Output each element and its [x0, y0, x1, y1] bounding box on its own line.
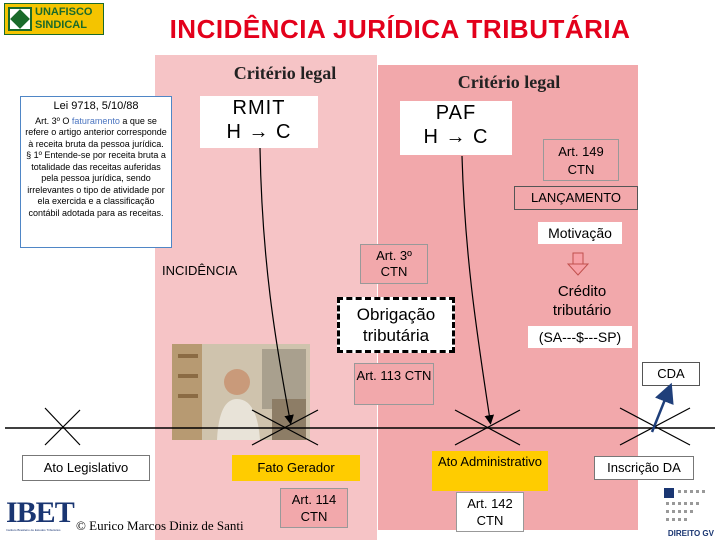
direito-gv-emblem-icon: [664, 488, 705, 521]
lancamento-box: LANÇAMENTO: [514, 186, 638, 210]
credito-tributario-label: Crédito tributário: [552, 283, 612, 319]
incidencia-label: INCIDÊNCIA: [162, 263, 238, 278]
art149-box: Art. 149 CTN: [543, 139, 619, 181]
unafisco-logo: UNAFISCO SINDICAL: [4, 3, 104, 35]
unafisco-emblem-icon: [8, 7, 32, 31]
ato-administrativo-box: Ato Administrativo: [432, 451, 548, 491]
ato-legislativo-box: Ato Legislativo: [22, 455, 150, 481]
paf-box: PAF H → C: [400, 101, 512, 155]
art142-ctn-box: Art. 142 CTN: [456, 492, 524, 532]
paf-formula: H → C: [423, 126, 489, 148]
fato-gerador-box: Fato Gerador: [232, 455, 360, 481]
direito-gv-logo: DIREITO GV: [662, 486, 716, 538]
sa-sp-label: (SA---$---SP): [528, 326, 632, 348]
direito-gv-text: DIREITO GV: [667, 529, 714, 538]
ibet-logo-text: IBET: [6, 496, 75, 529]
lei-paragraph: § 1º Entende-se por receita bruta a tota…: [26, 150, 166, 218]
rmit-formula: H → C: [226, 121, 292, 143]
cda-box: CDA: [642, 362, 700, 386]
lei-art3: Art. 3º O faturamento a que se refere o …: [25, 115, 167, 149]
unafisco-logo-text: UNAFISCO SINDICAL: [35, 6, 93, 31]
ibet-logo-subtitle: Instituto Brasileiro de Estudos Tributár…: [6, 528, 61, 532]
inscricao-da-box: Inscrição DA: [594, 456, 694, 480]
art3-ctn-box: Art. 3º CTN: [360, 244, 428, 284]
motivacao-label: Motivação: [538, 222, 622, 244]
criterio-legal-left: Critério legal: [233, 63, 337, 83]
ibet-logo: IBET Instituto Brasileiro de Estudos Tri…: [6, 496, 75, 538]
rmit-label: RMIT: [232, 97, 286, 119]
down-arrow-icon: [567, 252, 589, 276]
art113-ctn-box: Art. 113 CTN: [354, 363, 434, 405]
lei-highlight-faturamento: faturamento: [71, 115, 120, 126]
obrigacao-tributaria-box: Obrigação tributária: [337, 297, 455, 353]
rmit-box: RMIT H → C: [200, 96, 318, 148]
copyright-text: © Eurico Marcos Diniz de Santi: [76, 518, 244, 533]
page-title: INCIDÊNCIA JURÍDICA TRIBUTÁRIA: [169, 14, 631, 44]
paf-label: PAF: [435, 102, 477, 124]
lei-9718-box: Lei 9718, 5/10/88 Art. 3º O faturamento …: [20, 96, 172, 248]
lei-title: Lei 9718, 5/10/88: [53, 100, 139, 112]
art114-ctn-box: Art. 114 CTN: [280, 488, 348, 528]
criterio-legal-right: Critério legal: [457, 72, 561, 92]
